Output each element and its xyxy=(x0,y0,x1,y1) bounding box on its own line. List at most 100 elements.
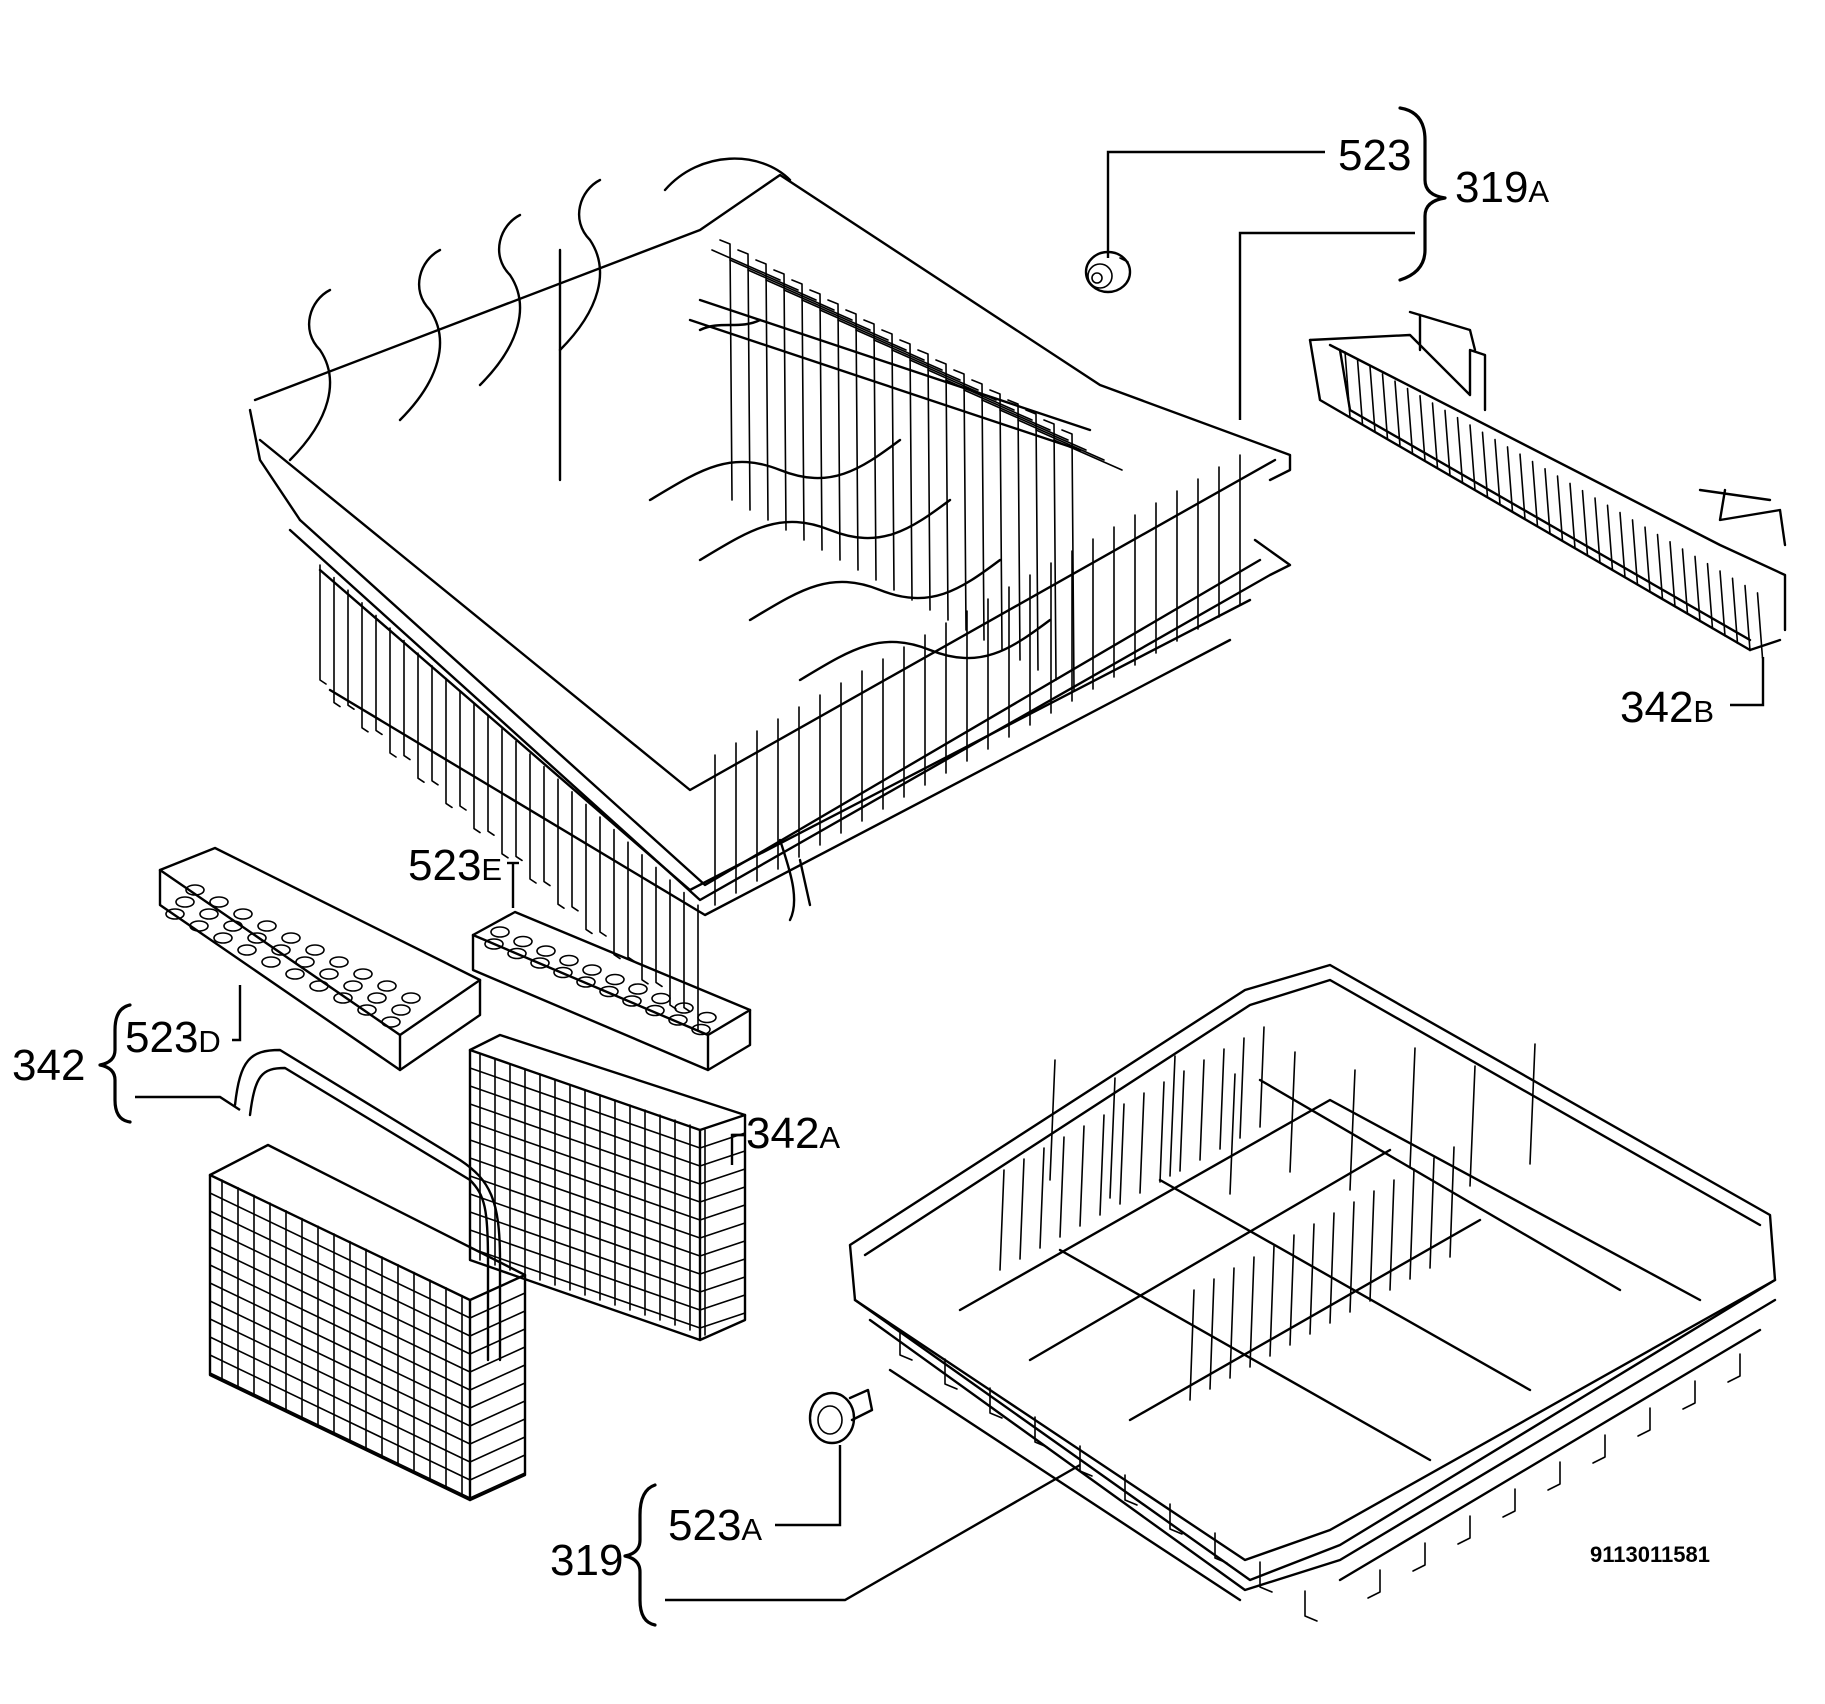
basket-wire xyxy=(431,665,439,786)
insert-hole xyxy=(281,932,301,944)
upper-roller-523[interactable] xyxy=(1084,250,1132,294)
tine-bar xyxy=(729,259,799,291)
tine-bar xyxy=(747,269,817,301)
insert-hole xyxy=(536,945,556,957)
label-342: 342 xyxy=(12,1041,85,1090)
tine xyxy=(1079,1125,1085,1227)
cutlery-shelf-342B[interactable] xyxy=(1308,310,1787,659)
slat xyxy=(1694,555,1701,623)
foot xyxy=(1637,1407,1651,1437)
leader-lines xyxy=(135,150,1765,1602)
tine-bar xyxy=(837,319,907,351)
tine xyxy=(1269,1245,1275,1357)
basket-wire xyxy=(473,702,481,834)
slat xyxy=(1381,373,1389,440)
insert-523D-holes xyxy=(165,884,421,1028)
insert-hole xyxy=(209,896,229,908)
foot xyxy=(1547,1461,1561,1491)
insert-hole xyxy=(576,976,596,988)
slat xyxy=(1519,453,1526,520)
basket-ring xyxy=(209,1246,526,1373)
tine-bar xyxy=(1035,429,1105,461)
insert-hole xyxy=(599,985,619,998)
lower-basket[interactable] xyxy=(848,963,1777,1622)
slat xyxy=(1569,482,1576,550)
insert-hole xyxy=(605,973,625,986)
basket-ring xyxy=(209,1372,526,1499)
foot xyxy=(1169,1503,1183,1535)
insert-hole xyxy=(381,1016,401,1028)
tine-bar xyxy=(873,339,943,371)
insert-hole xyxy=(530,957,550,969)
upper-basket[interactable] xyxy=(248,157,1292,1035)
insert-hole xyxy=(559,954,579,967)
upper-basket-tines xyxy=(711,239,1123,691)
insert-hole xyxy=(165,908,185,920)
basket-wire xyxy=(319,564,327,685)
cutlery-shelf-slats xyxy=(1344,351,1764,659)
tine xyxy=(1469,1065,1476,1187)
tine xyxy=(1409,1047,1416,1169)
insert-hole xyxy=(305,944,325,956)
basket-wire xyxy=(417,652,425,783)
tine xyxy=(989,389,1003,651)
cutlery-insert-523E[interactable] xyxy=(471,910,752,1072)
insert-hole xyxy=(391,1004,411,1016)
basket-wire xyxy=(333,576,341,708)
insert-hole xyxy=(199,908,219,920)
insert-hole xyxy=(377,980,397,992)
cutlery-basket-342[interactable] xyxy=(208,1048,527,1502)
tine xyxy=(881,329,895,591)
lower-roller-523A[interactable] xyxy=(808,1388,874,1445)
insert-hole xyxy=(674,1002,694,1014)
tine-bar xyxy=(819,309,889,341)
slat xyxy=(1706,562,1714,630)
tine-bar xyxy=(981,399,1051,431)
insert-523E-holes xyxy=(484,926,717,1036)
cutlery-basket-342A[interactable] xyxy=(468,1033,747,1342)
basket-ring xyxy=(469,1103,746,1185)
insert-hole xyxy=(233,908,253,920)
basket-ring xyxy=(209,1210,526,1337)
tine xyxy=(1039,1147,1045,1249)
tine xyxy=(1449,1146,1455,1258)
slat xyxy=(1656,533,1664,601)
basket-wire xyxy=(641,854,649,985)
tine-bar xyxy=(909,359,979,391)
slat xyxy=(1756,592,1764,659)
basket-ring xyxy=(469,1175,746,1257)
cutlery-insert-523D[interactable] xyxy=(158,846,482,1072)
tine xyxy=(1219,1048,1225,1150)
slat xyxy=(1669,541,1676,608)
tine xyxy=(1019,1158,1025,1260)
tine-bar xyxy=(765,279,835,311)
slat xyxy=(1544,468,1551,535)
insert-hole xyxy=(261,956,281,968)
basket-wire xyxy=(445,677,453,809)
foot xyxy=(1304,1590,1318,1622)
basket-wire xyxy=(487,715,495,836)
foot xyxy=(1214,1532,1228,1564)
tine xyxy=(1229,1267,1235,1379)
insert-hole xyxy=(343,980,363,992)
slat xyxy=(1744,584,1751,652)
lower-basket-tines xyxy=(999,1026,1536,1401)
basket-ring xyxy=(209,1300,526,1427)
tine-bar xyxy=(963,389,1033,421)
tine xyxy=(1249,1256,1255,1368)
basket-wire xyxy=(557,778,565,909)
basket-wire xyxy=(459,690,467,811)
slat xyxy=(1356,358,1364,426)
basket-wire xyxy=(375,614,383,736)
label-319A: 319A xyxy=(1455,163,1549,212)
tine xyxy=(1007,399,1021,661)
foot xyxy=(1457,1515,1471,1545)
basket-ring xyxy=(209,1282,526,1409)
basket-ring xyxy=(469,1139,746,1221)
insert-hole xyxy=(628,983,648,995)
tine xyxy=(1049,1059,1056,1181)
label-523A: 523A xyxy=(668,1501,762,1550)
foot xyxy=(1502,1488,1516,1518)
basket-ring xyxy=(209,1192,526,1319)
basket-ring xyxy=(209,1264,526,1391)
